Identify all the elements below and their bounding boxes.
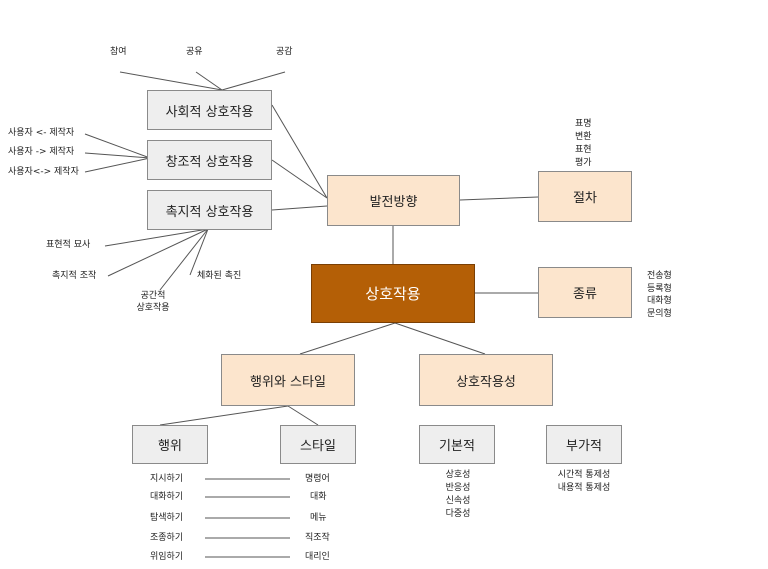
additional-items: 시간적 통제성 내용적 통제성 (540, 469, 628, 495)
tactile-sub-spatial: 공간적 상호작용 (136, 291, 170, 313)
basic-item: 다중성 (445, 509, 471, 519)
type-item: 대화형 (647, 296, 672, 306)
interactivity-box: 상호작용성 (419, 354, 553, 406)
social-sub-empathy: 공감 (276, 47, 293, 57)
tactile-sub-expressive: 표현적 묘사 (46, 240, 91, 250)
creative-sub-1: 사용자 <- 제작자 (8, 128, 75, 138)
style-item: 대화 (310, 492, 327, 502)
procedure-item: 표명 (575, 119, 592, 129)
additional-item: 내용적 통제성 (557, 483, 611, 493)
basic-item: 신속성 (445, 496, 471, 506)
additional-box: 부가적 (546, 425, 622, 464)
procedure-item: 변환 (575, 132, 592, 142)
procedure-items: 표명 변환 표현 평가 (575, 118, 592, 170)
type-item: 문의형 (647, 308, 672, 319)
social-sub-sharing: 공유 (186, 47, 203, 57)
creative-sub-2: 사용자 -> 제작자 (8, 147, 75, 157)
tactile-sub-embodied: 체화된 촉진 (197, 271, 242, 281)
procedure-item: 평가 (575, 158, 592, 168)
procedure-box: 절차 (538, 171, 632, 222)
types-box: 종류 (538, 267, 632, 318)
basic-item: 상호성 (445, 470, 471, 480)
style-item: 직조작 (305, 533, 330, 543)
basic-items: 상호성 반응성 신속성 다중성 (430, 469, 486, 521)
behavior-item: 탐색하기 (150, 513, 184, 523)
behavior-item: 위임하기 (150, 552, 184, 562)
style-box: 스타일 (280, 425, 356, 464)
basic-item: 반응성 (445, 483, 471, 493)
social-sub-participation: 참여 (110, 47, 127, 57)
additional-item: 시간적 통제성 (557, 470, 611, 480)
type-item: 등록형 (647, 283, 672, 294)
behavior-style-box: 행위와 스타일 (221, 354, 355, 406)
type-items: 전송형 등록형 대화형 문의형 (647, 270, 672, 320)
behavior-item: 대화하기 (150, 492, 184, 502)
interaction-central-box: 상호작용 (311, 264, 475, 323)
style-item: 메뉴 (310, 513, 327, 523)
basic-box: 기본적 (419, 425, 495, 464)
procedure-item: 표현 (575, 145, 592, 155)
behavior-box: 행위 (132, 425, 208, 464)
style-item: 대리인 (305, 552, 330, 562)
tactile-sub-manipulation: 촉지적 조작 (52, 271, 97, 281)
behavior-item: 지시하기 (150, 474, 184, 484)
type-item: 전송형 (647, 271, 672, 281)
development-direction-box: 발전방향 (327, 175, 460, 226)
tactile-interaction-box: 촉지적 상호작용 (147, 190, 272, 230)
style-item: 명령어 (305, 474, 330, 484)
creative-interaction-box: 창조적 상호작용 (147, 140, 272, 180)
creative-sub-3: 사용자<-> 제작자 (8, 167, 79, 177)
behavior-item: 조종하기 (150, 533, 184, 543)
social-interaction-box: 사회적 상호작용 (147, 90, 272, 130)
